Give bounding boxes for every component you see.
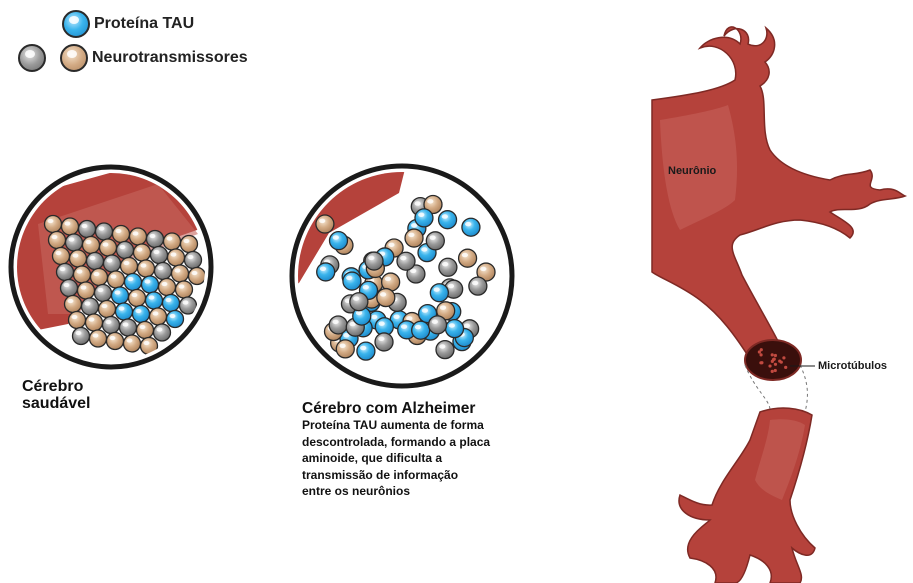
microtubule-dot bbox=[774, 369, 777, 372]
microtubule-dot bbox=[784, 366, 787, 369]
neuron-label: Neurônio bbox=[668, 165, 716, 177]
microtubule-dot bbox=[773, 358, 776, 361]
microtubule-label: Microtúbulos bbox=[818, 360, 887, 372]
microtubule-dot bbox=[759, 353, 762, 356]
microtubule-dot bbox=[758, 350, 761, 353]
microtubule-dot bbox=[782, 356, 785, 359]
microtubule-dot bbox=[774, 354, 777, 357]
microtubule-dot bbox=[760, 361, 763, 364]
microtubule-dot bbox=[780, 361, 783, 364]
microtubule-dot bbox=[768, 364, 771, 367]
microtubule-dot bbox=[771, 370, 774, 373]
microtubule-dot bbox=[771, 353, 774, 356]
microtubule-dot bbox=[774, 363, 777, 366]
